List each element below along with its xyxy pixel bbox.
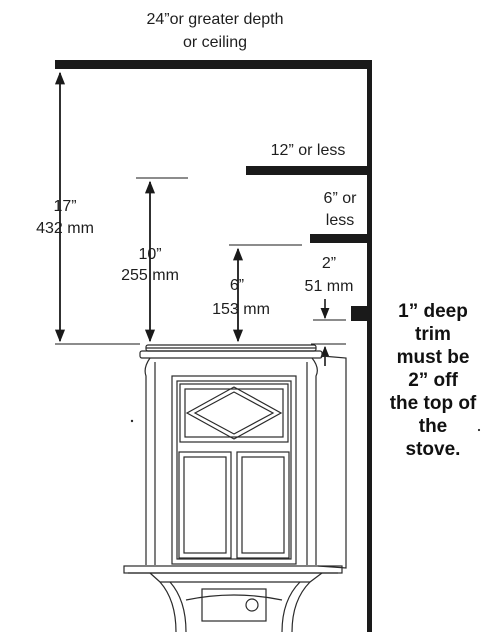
trim-block: [351, 306, 369, 321]
shelf-6in-label-line2: less: [325, 212, 355, 229]
stove-marks: [130, 419, 481, 432]
shelf-12in-label: 12” or less: [270, 142, 346, 159]
ceiling-bar: [55, 60, 372, 69]
dimension-2in-label: 2”: [321, 255, 337, 272]
top-depth-label-line1: 24”or greater depth: [146, 11, 284, 28]
trim-note-line: 1” deep: [398, 301, 468, 322]
trim-note-line: trim: [415, 324, 451, 345]
shelf-6in-label-line1: 6” or: [323, 190, 357, 207]
stove-illustration: [123, 344, 347, 632]
trim-note-line: stove.: [405, 439, 461, 460]
shelf-6in: [310, 234, 370, 243]
dimension-17in-label: 17”: [53, 198, 77, 215]
dimension-6in-label: 6”: [229, 277, 245, 294]
trim-note-line: must be: [396, 347, 470, 368]
dimension-10in-mm-label: 255 mm: [121, 267, 179, 284]
shelf-12in: [246, 166, 370, 175]
wall-line: [367, 62, 372, 632]
dimension-2in-mm-label: 51 mm: [304, 278, 354, 295]
trim-note-line: the: [418, 416, 448, 437]
dimension-10in-label: 10”: [138, 246, 162, 263]
trim-note-line: 2” off: [408, 370, 458, 391]
trim-note-line: the top of: [389, 393, 477, 414]
dimension-17in-mm-label: 432 mm: [36, 220, 94, 237]
dimension-6in-mm-label: 153 mm: [212, 301, 270, 318]
top-depth-label-line2: or ceiling: [182, 34, 248, 51]
